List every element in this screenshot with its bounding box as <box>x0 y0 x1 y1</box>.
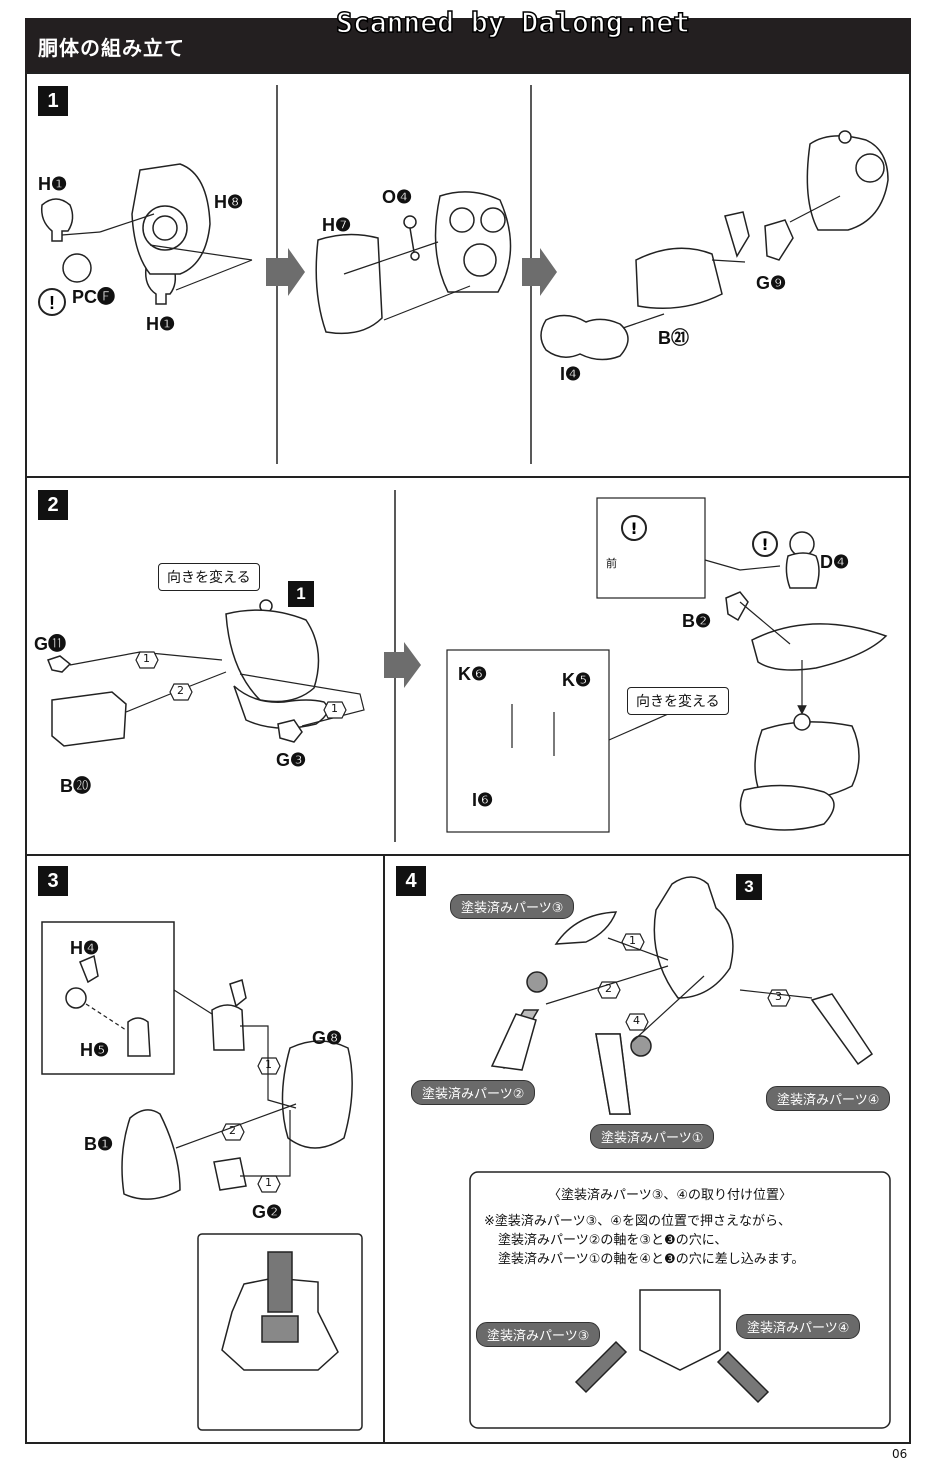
part-label: O❹ <box>382 187 413 207</box>
orientation-note: 向きを変える <box>627 687 729 715</box>
note-title: 〈塗装済みパーツ③、④の取り付け位置〉 <box>548 1188 793 1203</box>
painted-part-label: 塗装済みパーツ② <box>411 1080 536 1105</box>
part-label: G❸ <box>276 750 307 770</box>
note-line: ※塗装済みパーツ③、④を図の位置で押さえながら、 <box>484 1214 791 1229</box>
part-label: H❼ <box>322 215 352 235</box>
part-label: PC🅕 <box>72 287 116 307</box>
sequence-number: 4 <box>633 1014 640 1027</box>
reference-step-number: 3 <box>736 874 762 900</box>
sequence-number: 1 <box>143 652 150 665</box>
sequence-number: 1 <box>265 1176 272 1189</box>
painted-part-label: 塗装済みパーツ③ <box>476 1322 601 1347</box>
part-label: G❽ <box>312 1028 343 1048</box>
reference-step-number: 1 <box>288 581 314 607</box>
part-label: H❶ <box>38 174 68 194</box>
step-number: 2 <box>38 490 68 520</box>
part-label: G⓫ <box>34 634 67 654</box>
part-label: B㉑ <box>658 328 689 348</box>
part-label: B⓴ <box>60 776 91 796</box>
svg-text:!: ! <box>49 293 55 313</box>
part-label: B❶ <box>84 1134 114 1154</box>
watermark: Scanned by Dalong.net <box>335 5 691 40</box>
part-label: D❹ <box>820 552 850 572</box>
step-4-panel <box>383 854 911 1444</box>
painted-part-label: 塗装済みパーツ③ <box>450 894 575 919</box>
sequence-number: 3 <box>775 990 782 1003</box>
part-label: G❷ <box>252 1202 283 1222</box>
painted-part-label: 塗装済みパーツ① <box>590 1124 715 1149</box>
part-label: K❻ <box>458 664 488 684</box>
sequence-number: 1 <box>265 1058 272 1071</box>
painted-part-label: 塗装済みパーツ④ <box>766 1086 891 1111</box>
sequence-number: 1 <box>629 934 636 947</box>
orientation-note: 向きを変える <box>158 563 260 591</box>
note-line: 塗装済みパーツ②の軸を③と❸の穴に、 <box>498 1233 728 1248</box>
sequence-number: 2 <box>229 1124 236 1137</box>
painted-part-label: 塗装済みパーツ④ <box>736 1314 861 1339</box>
part-label: H❽ <box>214 192 244 212</box>
part-label: H❹ <box>70 938 100 958</box>
part-label: B❷ <box>682 611 712 631</box>
part-label: K❺ <box>562 670 592 690</box>
sequence-number: 2 <box>605 982 612 995</box>
sequence-number: 2 <box>177 684 184 697</box>
part-label: H❶ <box>146 314 176 334</box>
flow-arrows <box>266 248 557 688</box>
svg-text:!: ! <box>761 535 768 554</box>
caution-icon: ! <box>38 288 66 316</box>
page-title: 胴体の組み立て <box>38 36 185 60</box>
step-number: 3 <box>38 866 68 896</box>
page-number: 06 <box>892 1447 908 1461</box>
part-label: G❾ <box>756 273 787 293</box>
header-bar <box>25 18 911 72</box>
part-label: I❹ <box>560 364 582 384</box>
front-direction-label: 前 <box>606 557 617 570</box>
step-number: 4 <box>396 866 426 896</box>
sequence-number: 1 <box>331 702 338 715</box>
step-number: 1 <box>38 86 68 116</box>
part-label: I❻ <box>472 790 494 810</box>
note-line: 塗装済みパーツ①の軸を④と❸の穴に差し込みます。 <box>498 1252 805 1267</box>
part-label: H❺ <box>80 1040 110 1060</box>
svg-text:!: ! <box>630 519 637 538</box>
